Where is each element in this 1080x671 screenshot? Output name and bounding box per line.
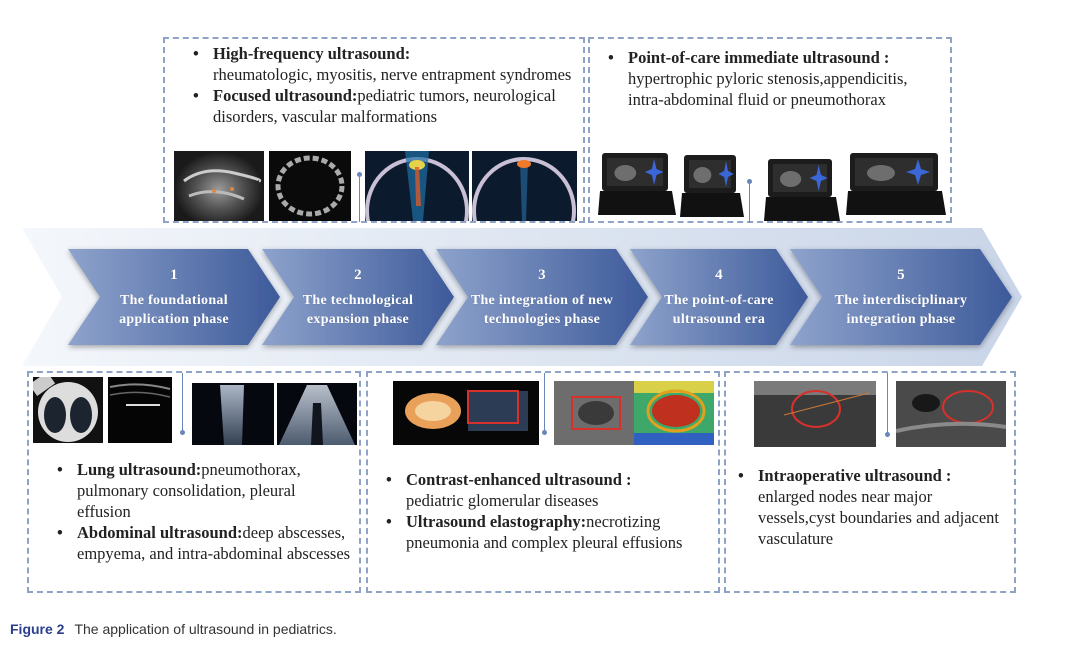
bullet-text: deep abscesses, empyema, and intra-abdom…	[77, 523, 351, 563]
bottom-box-lung-abdominal: Lung ultrasound:pneumothorax, pulmonary …	[27, 371, 361, 593]
lung-ultrasound-image-3	[277, 383, 357, 445]
portable-ultrasound-device-3-image	[764, 157, 840, 223]
brain-3d-graphic	[183, 169, 262, 201]
phase-title-line-1: The point-of-care	[664, 292, 774, 308]
bullet-text: enlarged nodes near major vessels,cyst b…	[758, 487, 1000, 548]
bullet-text: pneumothorax, pulmonary consolidation, p…	[77, 460, 301, 521]
connector-line	[542, 373, 547, 435]
bullet-heading: Lung ultrasound:	[77, 460, 202, 479]
star-marker-icon	[906, 159, 930, 185]
focused-ultrasound-heatmap-1	[365, 151, 469, 221]
intraop-graphic	[754, 381, 876, 447]
phase-number: 1	[170, 266, 178, 283]
connector-line	[357, 172, 362, 222]
contrast-enhanced-image	[393, 381, 539, 445]
ultrasound-device-icon	[764, 159, 840, 221]
bullet-heading: Contrast-enhanced ultrasound :	[406, 470, 632, 489]
ct-graphic	[33, 377, 98, 442]
phase-number: 2	[354, 266, 362, 283]
bottom-box-contrast-elastography: Contrast-enhanced ultrasound : pediatric…	[366, 371, 720, 593]
bullet-text: rheumatologic, myositis, nerve entrapmen…	[213, 65, 572, 84]
bullet-text: pediatric tumors, neurological disorders…	[213, 86, 556, 126]
skull-ring-graphic	[275, 155, 345, 217]
bullet-high-frequency: High-frequency ultrasound: rheumatologic…	[187, 43, 577, 85]
connector-line	[180, 373, 185, 435]
phase-number: 4	[715, 266, 723, 283]
portable-ultrasound-device-4-image	[846, 151, 946, 217]
bullet-intraoperative: Intraoperative ultrasound : enlarged nod…	[732, 465, 1012, 549]
heatmap-graphic	[472, 157, 576, 221]
intraop-graphic	[896, 381, 1006, 447]
figure-caption: Figure 2 The application of ultrasound in…	[10, 621, 337, 637]
ultrasound-device-icon	[598, 153, 676, 215]
connector-line	[747, 179, 752, 223]
portable-ultrasound-device-1-image	[598, 151, 676, 217]
phase-title-line-2: expansion phase	[306, 311, 410, 327]
phase-title-line-1: The technological	[302, 292, 414, 308]
top-box-high-frequency-focused: High-frequency ultrasound: rheumatologic…	[163, 37, 585, 223]
bullet-heading: Point-of-care immediate ultrasound :	[628, 48, 890, 67]
intraoperative-image-2	[896, 381, 1006, 447]
portable-ultrasound-device-2-image	[680, 153, 744, 219]
b-lines-graphic	[279, 385, 355, 445]
skull-axial-image	[269, 151, 351, 221]
star-marker-icon	[718, 161, 734, 187]
top-box-point-of-care: Point-of-care immediate ultrasound : hyp…	[588, 37, 952, 223]
bullet-heading: Focused ultrasound:	[213, 86, 358, 105]
ultrasound-device-icon	[846, 153, 946, 215]
chest-ct-image	[33, 377, 103, 443]
bullet-text: necrotizing pneumonia and complex pleura…	[406, 512, 683, 552]
ultrasound-device-icon	[680, 155, 744, 217]
bullet-contrast-enhanced: Contrast-enhanced ultrasound : pediatric…	[380, 469, 715, 511]
elastography-graphic	[554, 381, 714, 445]
heatmap-graphic	[365, 151, 469, 221]
ceus-graphic	[405, 390, 528, 431]
bullet-lung: Lung ultrasound:pneumothorax, pulmonary …	[51, 459, 351, 522]
pleural-line-graphic	[109, 383, 171, 406]
bullet-elastography: Ultrasound elastography:necrotizing pneu…	[380, 511, 715, 553]
phase-title-line-2: ultrasound era	[672, 311, 766, 327]
phase-title-line-1: The foundational	[120, 292, 228, 308]
brain-3d-image	[174, 151, 264, 221]
bullet-abdominal: Abdominal ultrasound:deep abscesses, emp…	[51, 522, 351, 564]
phase-title-line-2: technologies phase	[483, 311, 601, 327]
bullet-heading: Abdominal ultrasound:	[77, 523, 243, 542]
lung-ultrasound-image-1	[108, 377, 172, 443]
bullet-focused: Focused ultrasound:pediatric tumors, neu…	[187, 85, 577, 127]
figure-label: Figure 2	[10, 621, 65, 637]
bullet-point-of-care: Point-of-care immediate ultrasound : hyp…	[602, 47, 947, 110]
phase-title-line-1: The interdisciplinary	[834, 292, 968, 308]
bullet-heading: High-frequency ultrasound:	[213, 44, 411, 63]
intraoperative-image-1	[754, 381, 876, 447]
b-lines-graphic	[220, 385, 244, 445]
bullet-text: pediatric glomerular diseases	[406, 491, 599, 510]
bullet-heading: Ultrasound elastography:	[406, 512, 587, 531]
figure-caption-text: The application of ultrasound in pediatr…	[74, 621, 337, 637]
elastography-image	[554, 381, 714, 445]
phase-title-line-1: The integration of new	[470, 292, 614, 308]
star-marker-icon	[809, 165, 828, 191]
phase-title-line-2: integration phase	[846, 311, 956, 327]
star-marker-icon	[644, 159, 664, 185]
connector-line	[885, 373, 890, 437]
phase-title-line-2: application phase	[119, 311, 229, 327]
bullet-heading: Intraoperative ultrasound :	[758, 466, 952, 485]
bottom-box-intraoperative: Intraoperative ultrasound : enlarged nod…	[724, 371, 1016, 593]
phase-number: 3	[538, 266, 546, 283]
lung-ultrasound-image-2	[192, 383, 274, 445]
focused-ultrasound-heatmap-2	[472, 151, 577, 221]
phase-number: 5	[897, 266, 905, 283]
bullet-text: hypertrophic pyloric stenosis,appendicit…	[628, 69, 908, 109]
